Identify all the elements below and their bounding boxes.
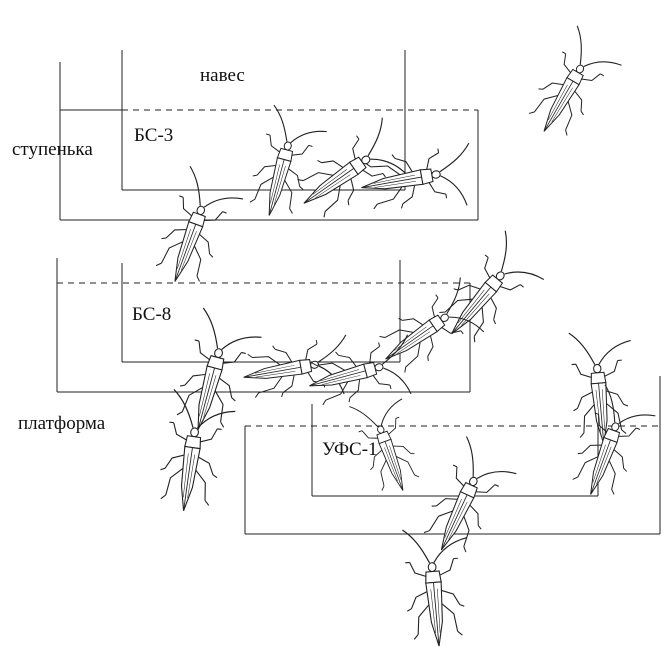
bs8-label: БС-8 xyxy=(132,305,171,324)
step-label: ступенька xyxy=(12,140,93,159)
beetle-icon xyxy=(431,229,552,356)
beetle-icon xyxy=(170,307,264,439)
beetle-icon xyxy=(155,389,237,516)
bs3-label: БС-3 xyxy=(134,126,173,145)
canopy-label: навес xyxy=(200,66,245,85)
platform-label: платформа xyxy=(18,414,105,433)
beetle-icon xyxy=(357,141,480,223)
beetle-icon xyxy=(417,436,522,565)
beetle-icon xyxy=(149,166,247,294)
beetle-icon xyxy=(239,333,356,411)
ufs1-label: УФС-1 xyxy=(322,440,378,459)
beetle-icon xyxy=(244,105,330,225)
insects-group xyxy=(149,25,659,649)
beetle-icon xyxy=(521,25,627,149)
